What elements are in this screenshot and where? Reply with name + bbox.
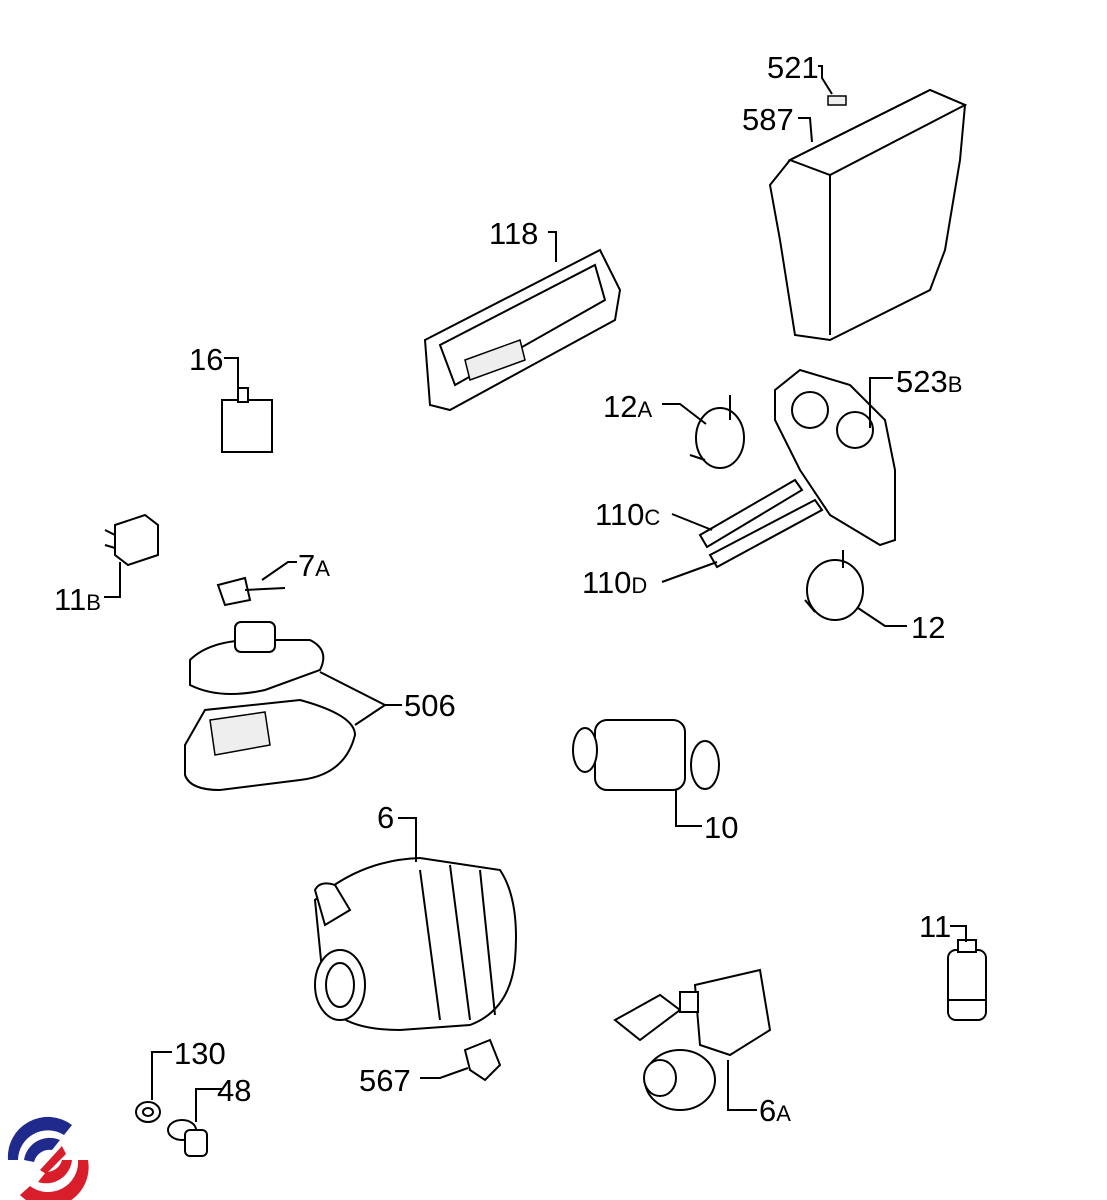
label-110d: 110D bbox=[582, 565, 648, 600]
label-587: 587 bbox=[742, 102, 794, 137]
label-567: 567 bbox=[359, 1063, 411, 1098]
part-110-tubes bbox=[698, 478, 824, 569]
label-12a: 12A bbox=[603, 389, 653, 424]
part-16-switch bbox=[221, 387, 273, 453]
part-10-heater bbox=[572, 719, 720, 791]
part-506-housing bbox=[184, 621, 357, 792]
part-523b-bracket bbox=[774, 368, 896, 547]
label-6a: 6A bbox=[759, 1093, 791, 1128]
label-10: 10 bbox=[704, 810, 739, 845]
leader-lines bbox=[104, 65, 967, 1122]
label-523b: 523B bbox=[896, 364, 963, 399]
label-7a: 7A bbox=[298, 548, 330, 583]
label-130: 130 bbox=[174, 1036, 226, 1071]
label-16: 16 bbox=[189, 342, 224, 377]
part-48-plug bbox=[167, 1119, 208, 1157]
part-12-pressure-switch bbox=[804, 550, 864, 621]
part-12a-pressure-switch bbox=[689, 395, 745, 469]
part-6a-drain-pump bbox=[613, 968, 772, 1111]
label-118: 118 bbox=[489, 216, 539, 251]
brand-logo bbox=[7, 1116, 89, 1200]
part-11b-relay bbox=[104, 513, 159, 567]
part-521 bbox=[827, 95, 847, 106]
part-7a-sensor bbox=[216, 576, 286, 607]
label-11b: 11B bbox=[54, 582, 101, 617]
label-521: 521 bbox=[767, 50, 819, 85]
label-110c: 110C bbox=[595, 497, 661, 532]
part-587-control-board bbox=[768, 88, 968, 342]
part-11-capacitor bbox=[947, 939, 987, 1021]
part-567-clip bbox=[463, 1038, 502, 1082]
label-12: 12 bbox=[911, 610, 946, 645]
part-118-panel bbox=[423, 248, 622, 412]
label-11: 11 bbox=[919, 909, 952, 944]
label-506: 506 bbox=[404, 688, 456, 723]
label-48: 48 bbox=[217, 1073, 252, 1108]
part-6-circulation-pump bbox=[313, 856, 517, 1032]
label-6: 6 bbox=[377, 800, 395, 835]
